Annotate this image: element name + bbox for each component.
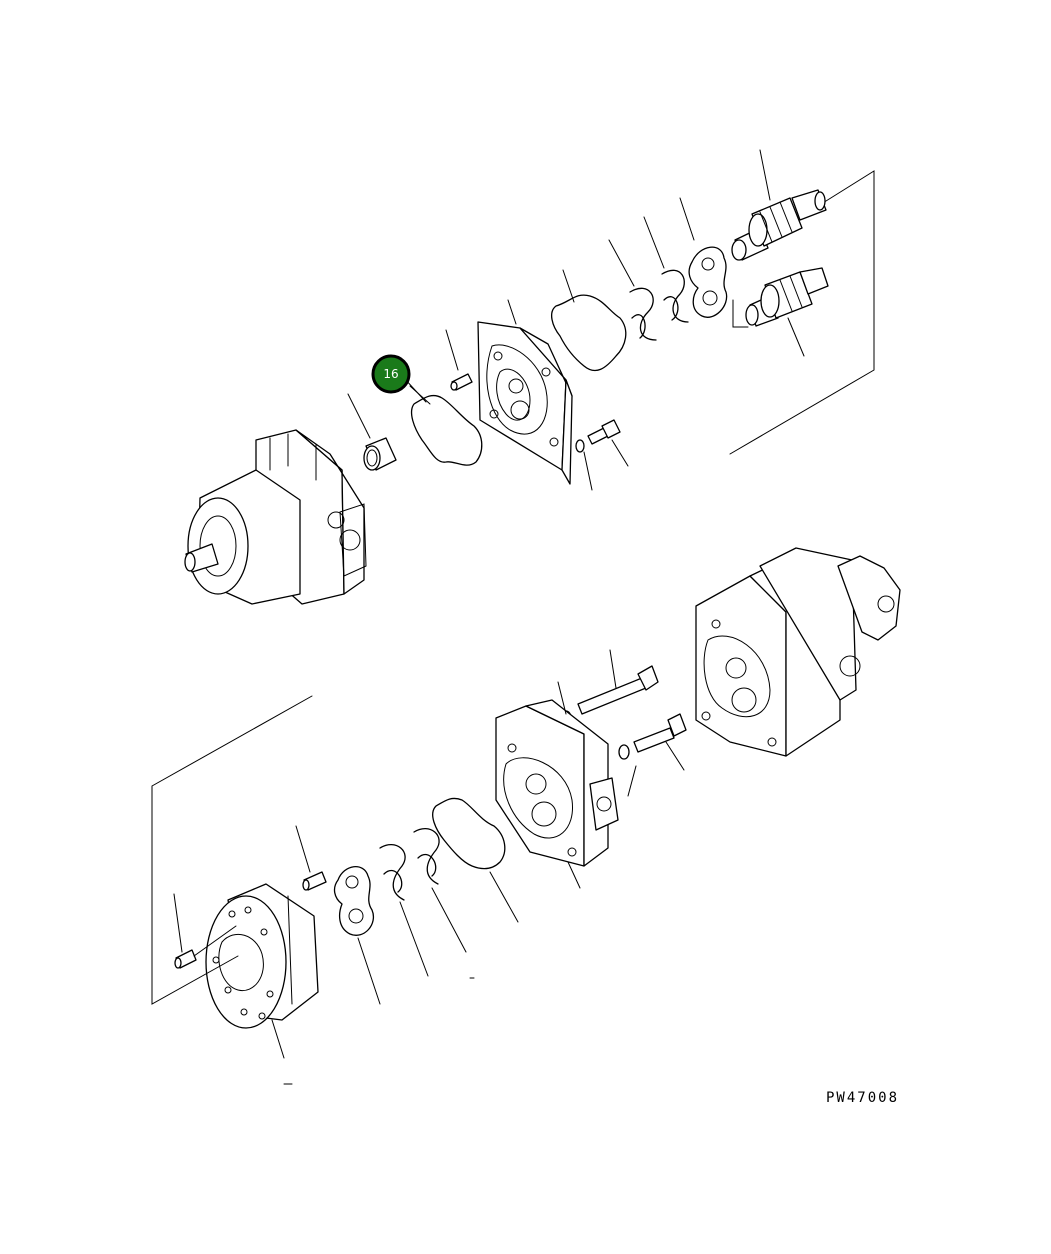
bushing-plate-lower bbox=[333, 866, 375, 936]
needle-bearing bbox=[363, 437, 397, 471]
gasket-lower bbox=[432, 797, 506, 870]
driven-gear bbox=[745, 267, 829, 327]
upper-group-bracket bbox=[729, 170, 875, 455]
snap-rings-upper bbox=[629, 269, 689, 341]
drive-gear-shaft bbox=[731, 189, 827, 261]
callout-label-16: 16 bbox=[383, 367, 398, 381]
bushing-plate-upper bbox=[688, 246, 728, 318]
pump-cover-lower bbox=[495, 699, 619, 867]
figure-code: PW47008 bbox=[826, 1090, 899, 1106]
dowel-pin-upper bbox=[450, 373, 473, 391]
lower-group-bracket bbox=[151, 695, 313, 1005]
dowel-pin-lower bbox=[302, 871, 327, 891]
leader-lines-lower bbox=[173, 649, 685, 1085]
pump-cover-upper bbox=[477, 321, 573, 485]
pump-body-lower bbox=[695, 547, 901, 757]
bolts-lower bbox=[560, 665, 687, 760]
dowel-pin-lower-left bbox=[174, 925, 237, 969]
pump-body-upper bbox=[184, 429, 367, 605]
callout-badge-16[interactable]: 16 bbox=[371, 354, 431, 405]
seal-plate-upper bbox=[410, 394, 483, 466]
snap-rings-lower bbox=[379, 827, 440, 901]
bolt-upper bbox=[575, 419, 621, 453]
gear-case-lower bbox=[205, 883, 319, 1029]
gasket-upper bbox=[550, 294, 627, 372]
